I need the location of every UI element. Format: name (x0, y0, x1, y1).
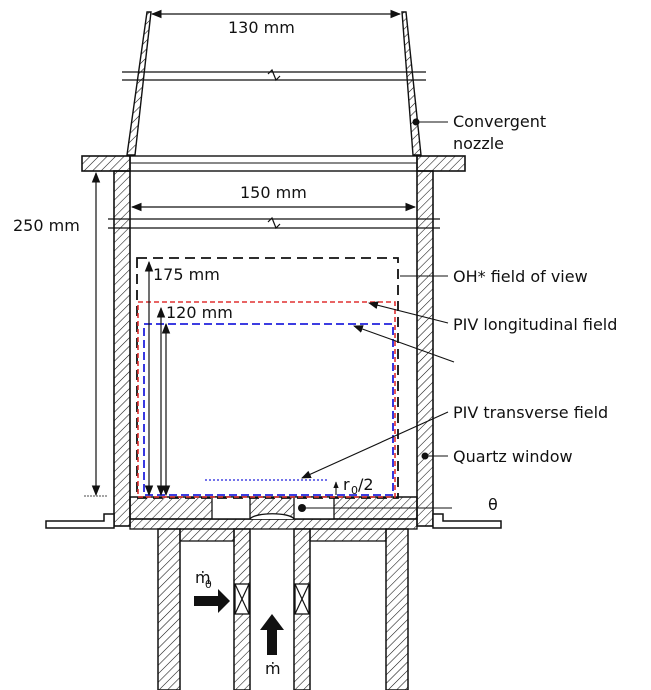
callout-piv-longitudinal: PIV longitudinal field (353, 301, 617, 363)
piv-blue-box (143, 323, 394, 496)
callout-piv-transverse: PIV transverse field (301, 403, 608, 479)
label-150mm: 150 mm (240, 183, 307, 202)
svg-text:PIV longitudinal field: PIV longitudinal field (453, 315, 617, 334)
svg-text:Quartz window: Quartz window (453, 447, 573, 466)
top-flange (81, 155, 466, 172)
chamber-walls (108, 170, 440, 527)
dimension-250 (84, 171, 108, 497)
svg-text:PIV transverse field: PIV transverse field (453, 403, 608, 422)
callout-quartz-window: Quartz window (421, 447, 573, 466)
swirler-right (294, 583, 310, 615)
label-250mm: 250 mm (13, 216, 80, 235)
injector-tubes (157, 528, 409, 690)
oh-field-of-view-box (136, 257, 399, 499)
svg-text:nozzle: nozzle (453, 134, 504, 153)
svg-text:r: r (343, 475, 350, 494)
label-120mm: 120 mm (166, 303, 233, 322)
dimension-120 (156, 306, 171, 497)
piv-longitudinal-box (137, 301, 396, 498)
swirl-flow-arrow: ṁ θ (194, 568, 230, 613)
swirler-left (234, 583, 250, 615)
svg-text:θ: θ (205, 578, 212, 591)
callout-oh-field: OH* field of view (400, 267, 588, 286)
svg-text:ṁ: ṁ (195, 568, 211, 587)
svg-text:Convergent: Convergent (453, 112, 546, 131)
svg-text:0: 0 (351, 484, 358, 497)
label-175mm: 175 mm (153, 265, 220, 284)
svg-text:ṁ: ṁ (265, 659, 281, 678)
axial-flow-arrow: ṁ (260, 614, 284, 678)
svg-text:OH* field of view: OH* field of view (453, 267, 588, 286)
callout-nozzle: Convergent nozzle (412, 112, 546, 153)
label-130mm: 130 mm (228, 18, 295, 37)
label-theta: θ (488, 495, 498, 514)
label-r0-half: r 0 /2 (343, 475, 374, 497)
svg-text:/2: /2 (358, 475, 374, 494)
convergent-nozzle (122, 11, 426, 156)
